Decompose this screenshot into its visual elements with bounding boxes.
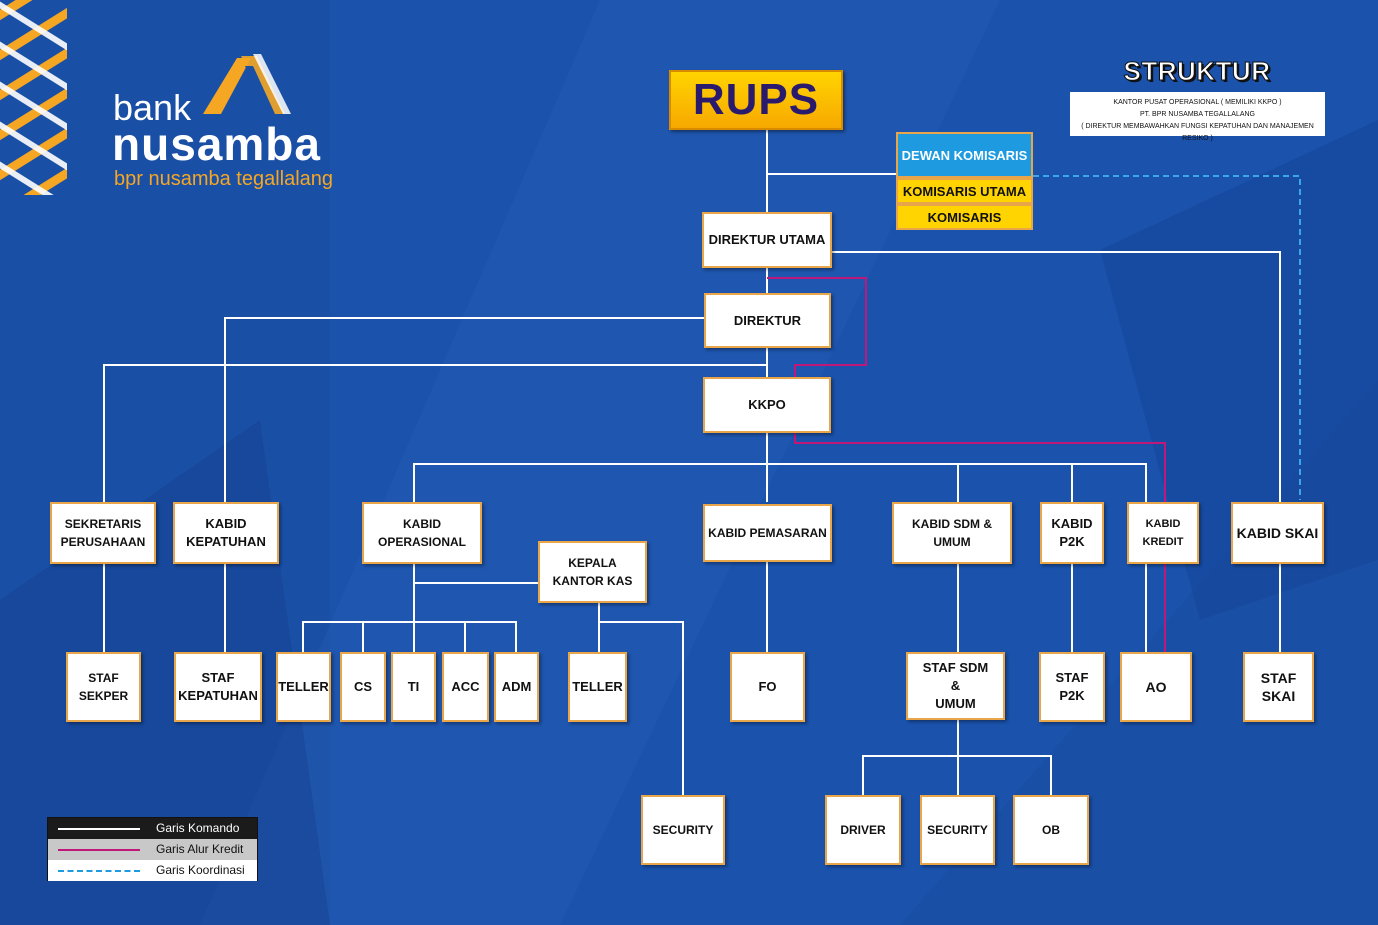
node-security-kas: SECURITY: [641, 795, 725, 865]
node-kepala-kantor-kas: KEPALA KANTOR KAS: [538, 541, 647, 603]
subtitle-line-3: ( DIREKTUR MEMBAWAHKAN FUNGSI KEPATUHAN …: [1081, 123, 1314, 142]
node-fo: FO: [730, 652, 805, 722]
node-teller-1: TELLER: [276, 652, 331, 722]
corner-stripes: [0, 0, 67, 195]
credit-lines: [767, 277, 1166, 652]
komisaris-box: KOMISARIS: [896, 204, 1033, 230]
node-kabid-p2k: KABID P2K: [1040, 502, 1104, 564]
node-staf-p2k: STAF P2K: [1039, 652, 1105, 722]
node-teller-2: TELLER: [568, 652, 627, 722]
legend-row-credit: Garis Alur Kredit: [48, 839, 257, 860]
node-ti: TI: [391, 652, 436, 722]
node-sekretaris-perusahaan: SEKRETARIS PERUSAHAAN: [50, 502, 156, 564]
node-ob: OB: [1013, 795, 1089, 865]
legend-swatch-credit: [58, 849, 140, 851]
chart-subtitle: KANTOR PUSAT OPERASIONAL ( MEMILIKI KKPO…: [1070, 92, 1325, 142]
node-direktur: DIREKTUR: [704, 293, 831, 348]
node-adm: ADM: [494, 652, 539, 722]
node-cs: CS: [340, 652, 386, 722]
node-kabid-skai: KABID SKAI: [1231, 502, 1324, 564]
coordination-lines: [1033, 175, 1301, 500]
subtitle-line-1: KANTOR PUSAT OPERASIONAL ( MEMILIKI KKPO…: [1113, 99, 1282, 106]
node-security-umum: SECURITY: [920, 795, 995, 865]
logo-bank-text: bank: [113, 87, 192, 128]
legend-swatch-command: [58, 828, 140, 830]
node-kabid-kredit: KABID KREDIT: [1127, 502, 1199, 564]
node-staf-skai: STAF SKAI: [1243, 652, 1314, 722]
komisaris-utama-box: KOMISARIS UTAMA: [896, 178, 1033, 204]
node-kabid-pemasaran: KABID PEMASARAN: [703, 504, 832, 562]
nusamba-logo-icon: [203, 54, 291, 114]
legend-label-credit: Garis Alur Kredit: [156, 842, 244, 856]
node-kabid-kepatuhan: KABID KEPATUHAN: [173, 502, 279, 564]
node-staf-sekper: STAF SEKPER: [66, 652, 141, 722]
rups-box: RUPS: [669, 70, 843, 130]
legend-row-coordination: Garis Koordinasi: [48, 860, 257, 881]
command-lines: [103, 130, 1281, 795]
dewan-komisaris-box: DEWAN KOMISARIS: [896, 132, 1033, 178]
legend-label-coordination: Garis Koordinasi: [156, 863, 245, 877]
node-kabid-operasional: KABID OPERASIONAL: [362, 502, 482, 564]
node-kkpo: KKPO: [703, 377, 831, 433]
node-kabid-sdm-umum: KABID SDM & UMUM: [892, 502, 1012, 564]
logo-subtitle: bpr nusamba tegallalang: [114, 168, 334, 190]
node-driver: DRIVER: [825, 795, 901, 865]
node-ao: AO: [1120, 652, 1192, 722]
legend-row-command: Garis Komando: [48, 818, 257, 839]
legend-label-command: Garis Komando: [156, 821, 240, 835]
logo-name-text: nusamba: [112, 118, 321, 170]
node-staf-sdm-umum: STAF SDM & UMUM: [906, 652, 1005, 720]
node-direktur-utama: DIREKTUR UTAMA: [702, 212, 832, 268]
node-staf-kepatuhan: STAF KEPATUHAN: [174, 652, 262, 722]
node-acc: ACC: [442, 652, 489, 722]
legend: Garis Komando Garis Alur Kredit Garis Ko…: [47, 817, 258, 881]
subtitle-line-2: PT. BPR NUSAMBA TEGALLALANG: [1139, 111, 1256, 118]
legend-swatch-coordination: [58, 870, 140, 872]
